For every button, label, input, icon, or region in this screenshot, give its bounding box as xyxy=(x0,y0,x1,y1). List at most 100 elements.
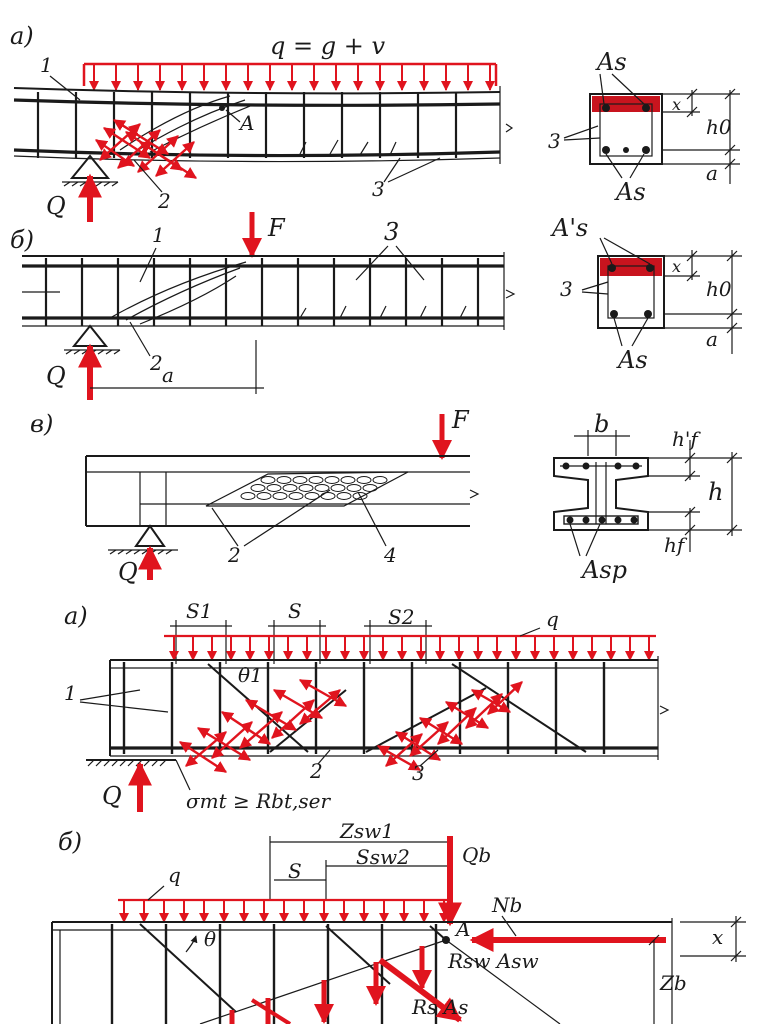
fig2-b-s: S xyxy=(288,859,302,883)
fig2-a-label-2: 2 xyxy=(309,759,323,783)
crack-cell xyxy=(330,484,346,492)
fig1-a-section-h0: h0 xyxy=(706,115,732,139)
fig1-b-cross-section xyxy=(581,237,742,354)
crack-cell xyxy=(314,484,330,492)
fig1-part-b: б) F 1 3 2 a xyxy=(10,212,742,400)
fig2-a-label-3: 3 xyxy=(412,761,425,785)
fig2-a-support xyxy=(86,759,191,812)
fig1-a-section-a: a xyxy=(706,161,718,185)
crack-cell xyxy=(320,492,336,500)
fig2-b-zb: Zb xyxy=(659,971,687,995)
fig2-a-beam xyxy=(109,656,670,760)
fig2-b-distributed-load xyxy=(118,898,449,923)
fig1-b-label-3: 3 xyxy=(384,218,399,246)
fig1-c-i-section xyxy=(553,430,742,557)
fig1-a-section-bottom-bars: As xyxy=(614,178,646,206)
fig2-b-panel-label: б) xyxy=(58,828,82,856)
fig2-b-ssw2: Ssw2 xyxy=(356,845,410,869)
crack-cell xyxy=(356,476,372,484)
fig1-b-force-label: F xyxy=(267,214,286,242)
fig1-a-load-formula: q = g + v xyxy=(270,32,385,60)
stress-arrow xyxy=(239,711,283,749)
fig1-c-force-label: F xyxy=(451,406,470,434)
fig1-b-label-a: a xyxy=(162,363,174,387)
fig2-a-spacing-s1: S1 xyxy=(186,599,212,623)
fig2-a-stress-condition: σmt ≥ Rbt,ser xyxy=(186,789,331,813)
crack-cell xyxy=(372,476,388,484)
fig2-b-stirrup-forces xyxy=(229,946,462,1024)
fig1-c-label-2: 2 xyxy=(227,543,241,567)
fig2-b-x: x xyxy=(712,925,723,949)
fig1-b-panel-label: б) xyxy=(10,226,34,254)
fig2-a-panel-label: а) xyxy=(64,602,88,630)
crack-cell xyxy=(282,484,298,492)
fig1-a-principal-stress-arrows xyxy=(95,118,198,180)
fig1-b-label-2: 2 xyxy=(149,351,163,375)
fig1-a-label-1: 1 xyxy=(40,53,53,77)
fig2-a-spacing-s: S xyxy=(288,599,302,623)
fig1-part-a: а) q = g + v A xyxy=(10,22,740,222)
fig1-c-reaction-label: Q xyxy=(118,558,138,586)
crack-cell xyxy=(250,484,266,492)
fig1-b-section-x: x xyxy=(672,257,681,276)
crack-cell xyxy=(324,476,340,484)
crack-cell xyxy=(304,492,320,500)
crack-cell xyxy=(288,492,304,500)
stress-arrow xyxy=(244,698,298,732)
fig2-a-theta: θ1 xyxy=(238,663,263,687)
stress-arrow xyxy=(487,681,523,715)
fig1-a-cross-section xyxy=(563,73,740,184)
fig1-c-section-bars: Asp xyxy=(580,556,627,584)
stress-arrow xyxy=(470,688,512,714)
fig1-c-section-b: b xyxy=(594,410,609,438)
fig2-b-zsw1: Zsw1 xyxy=(339,819,394,843)
fig2-b-label-A: A xyxy=(454,917,470,941)
crack-cell xyxy=(352,492,368,500)
fig2-b-beam xyxy=(51,918,673,1024)
fig2-b-nb: Nb xyxy=(491,893,522,917)
crack-cell xyxy=(340,476,356,484)
fig1-a-section-x: x xyxy=(672,95,681,114)
fig1-part-c: в) F 2 4 Q xyxy=(30,406,742,586)
fig1-a-label-A: A xyxy=(238,111,254,135)
crack-cell xyxy=(260,476,276,484)
fig2-part-b: б) Zsw1 Ssw2 S Qb q xyxy=(51,819,746,1024)
fig1-a-label-2: 2 xyxy=(157,189,171,213)
fig1-b-section-h0: h0 xyxy=(706,277,732,301)
crack-cell xyxy=(256,492,272,500)
fig1-c-beam xyxy=(85,455,480,527)
fig2-part-a: а) S1 S S2 q xyxy=(64,599,670,813)
crack-cell xyxy=(308,476,324,484)
fig1-c-section-hf-top: h'f xyxy=(672,427,701,451)
crack-cell xyxy=(276,476,292,484)
crack-cell xyxy=(298,484,314,492)
stress-arrow xyxy=(155,141,195,177)
fig2-a-reaction-label: Q xyxy=(102,782,122,810)
fig2-b-theta: θ xyxy=(204,927,216,951)
fig2-b-q: q xyxy=(168,863,181,887)
crack-cell xyxy=(266,484,282,492)
fig1-b-reaction-label: Q xyxy=(46,362,66,390)
crack-cell xyxy=(240,492,256,500)
fig1-b-section-a: a xyxy=(706,327,718,351)
fig1-c-label-4: 4 xyxy=(383,543,397,567)
fig2-a-label-1: 1 xyxy=(64,681,77,705)
fig2-a-distributed-load xyxy=(164,634,656,661)
fig1-a-point-A xyxy=(219,105,225,111)
crack-cell xyxy=(362,484,378,492)
fig1-b-section-top-bars: A's xyxy=(550,214,588,242)
fig1-b-label-1: 1 xyxy=(152,223,165,247)
fig1-b-section-stirrups: 3 xyxy=(560,277,573,301)
fig1-b-support xyxy=(64,324,264,400)
fig1-a-distributed-load xyxy=(82,62,498,91)
crack-cell xyxy=(336,492,352,500)
fig1-b-section-bottom-bars: As xyxy=(616,346,648,374)
fig1-a-label-3: 3 xyxy=(372,177,385,201)
fig1-c-support xyxy=(108,524,178,580)
fig1-a-section-top-bars: As xyxy=(595,48,627,76)
fig2-a-spacing-s2: S2 xyxy=(388,605,414,629)
fig2-b-qb: Qb xyxy=(462,843,491,867)
crack-cell xyxy=(346,484,362,492)
fig1-c-panel-label: в) xyxy=(30,410,53,438)
